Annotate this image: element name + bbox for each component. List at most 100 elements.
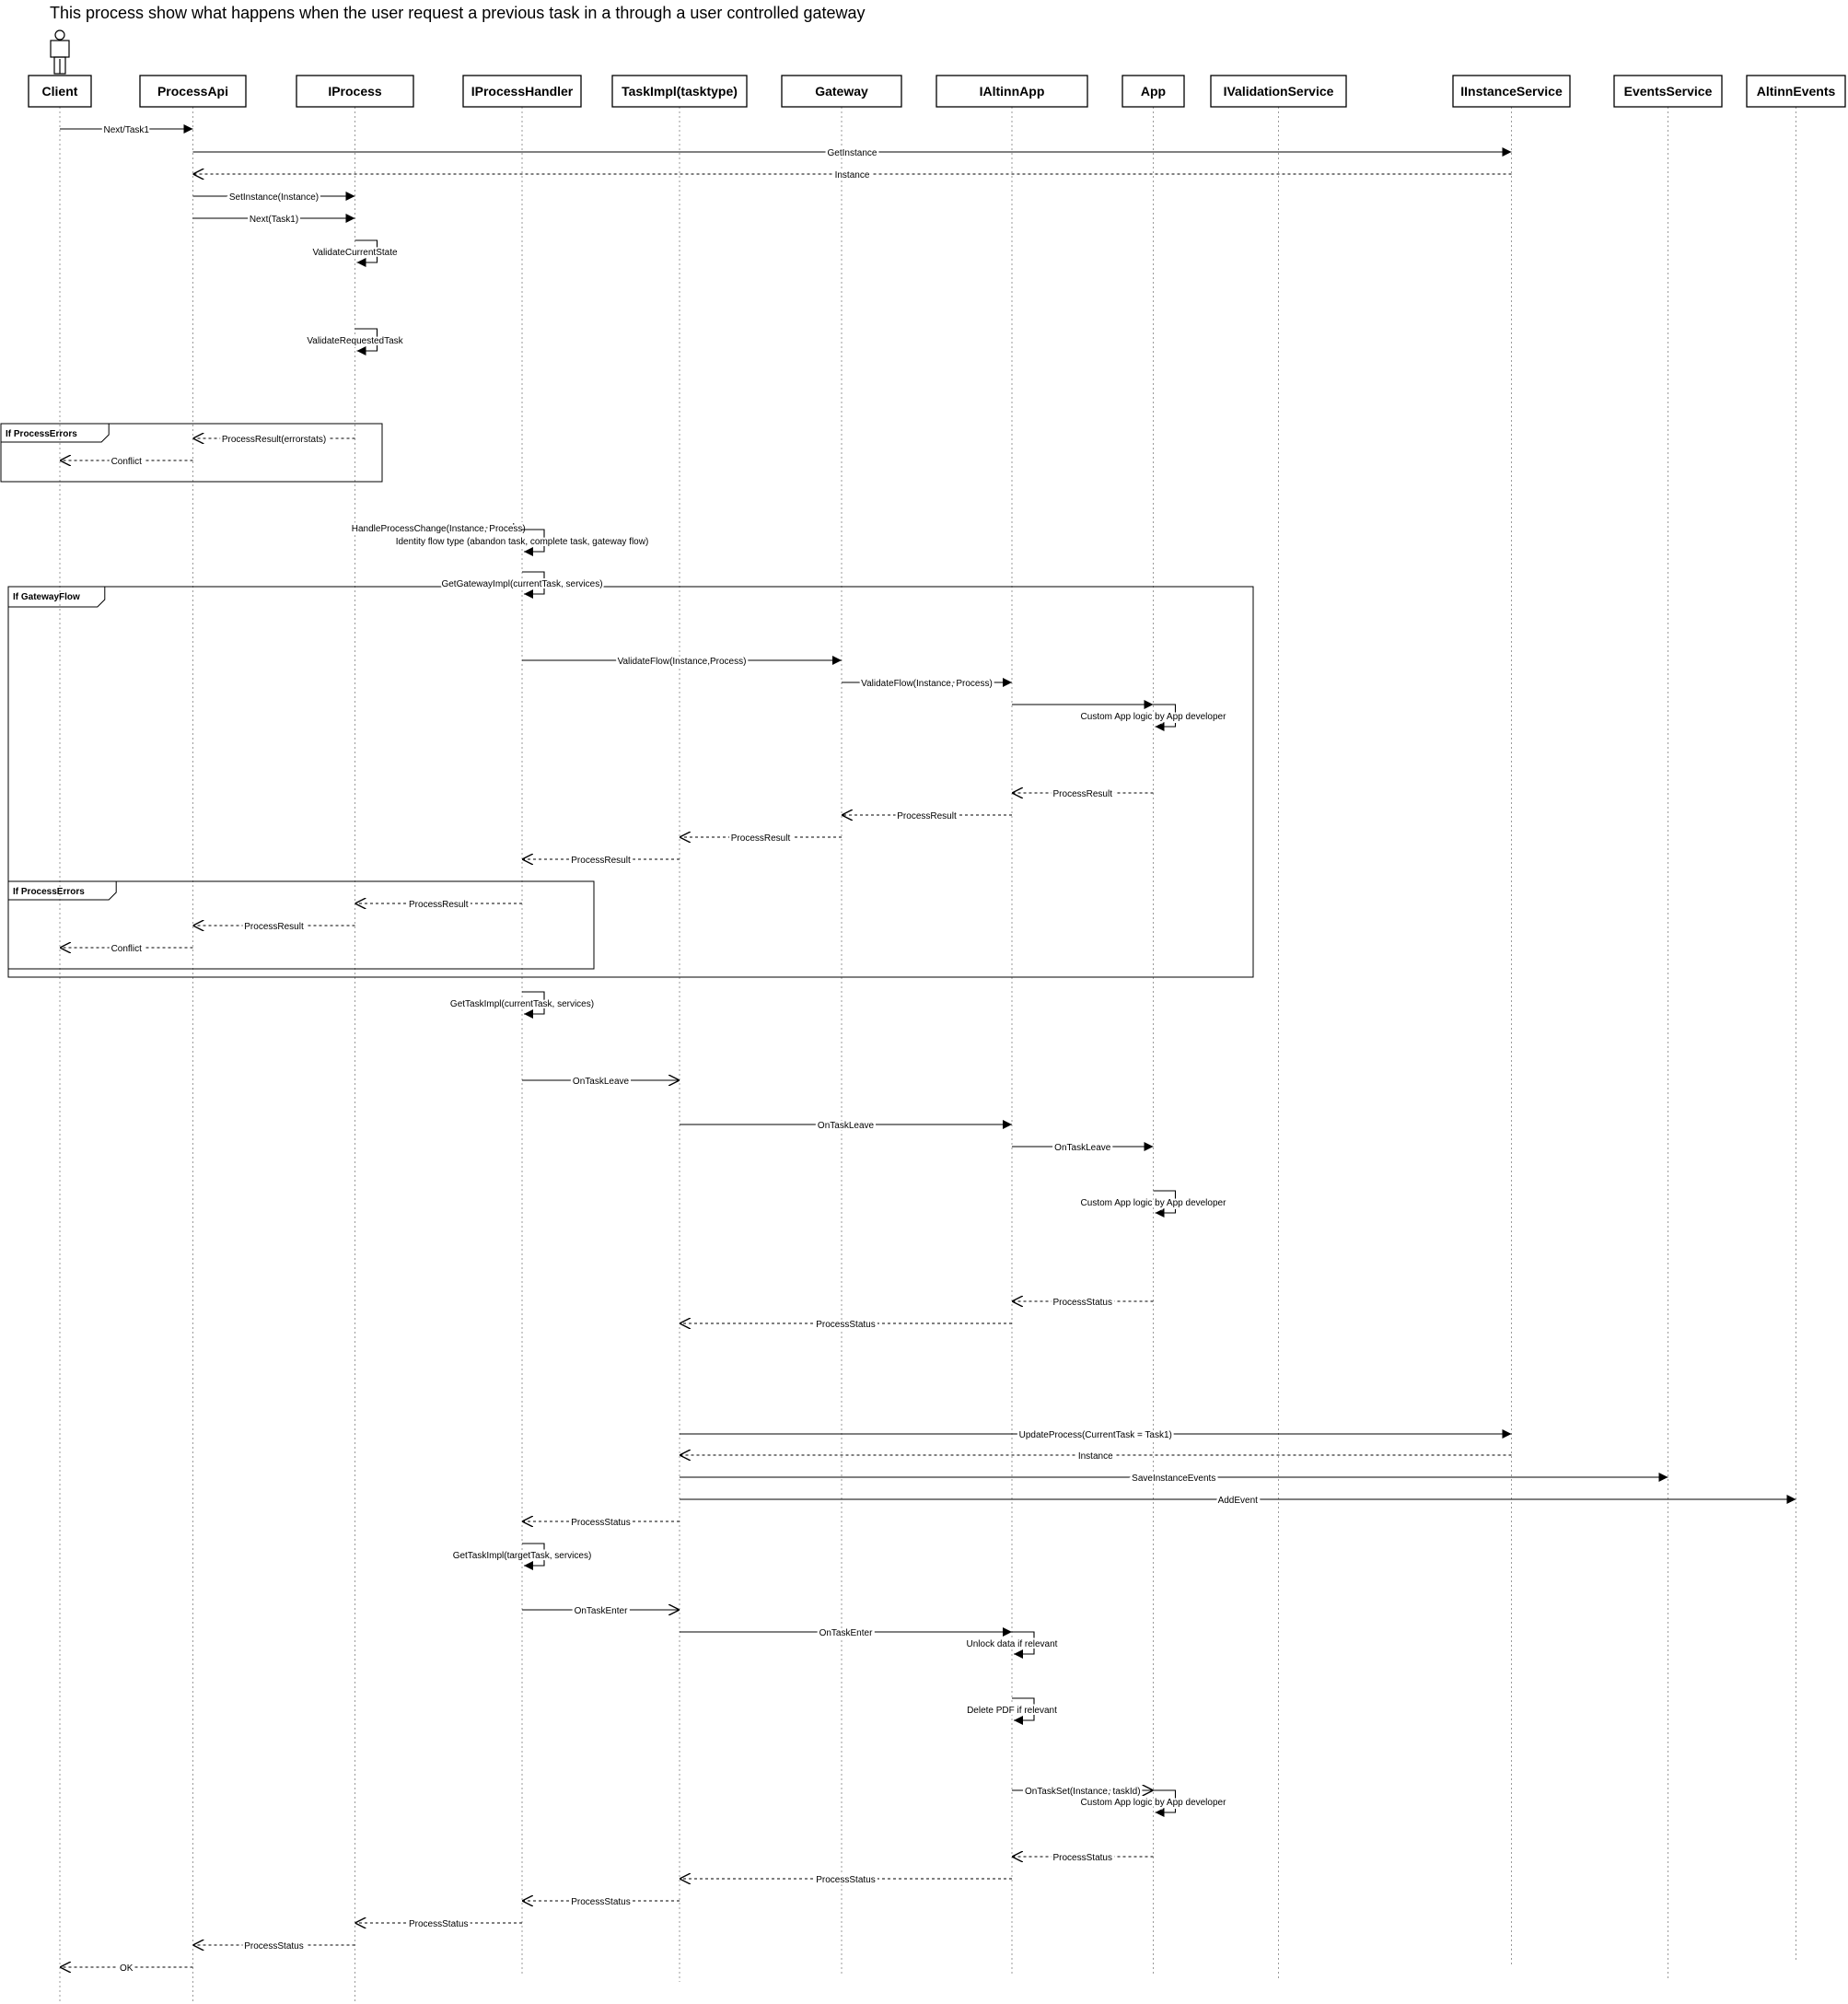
message-label: OnTaskSet(Instance, taskId) xyxy=(1025,1787,1141,1797)
self-message-arrow xyxy=(1153,1789,1177,1817)
message-label: Custom App logic by App developer xyxy=(1081,712,1227,722)
self-message-arrow xyxy=(1012,1631,1035,1659)
participant-label-iinstanceservice: IInstanceService xyxy=(1460,84,1563,99)
participant-box-ialtinnapp xyxy=(936,75,1088,108)
message-8: ProcessResult(errorstats) xyxy=(192,433,355,448)
participant-label-app: App xyxy=(1141,84,1166,99)
participant-label-altinnevents: AltinnEvents xyxy=(1757,84,1836,99)
participant-label-taskimpl: TaskImpl(tasktype) xyxy=(622,84,738,99)
message-label: ProcessResult xyxy=(409,900,469,910)
message-33: SaveInstanceEvents xyxy=(680,1472,1668,1486)
message-34: AddEvent xyxy=(680,1494,1796,1509)
participant-label-client: Client xyxy=(42,84,78,99)
message-5: Next(Task1) xyxy=(192,213,355,227)
participant-box-client xyxy=(28,75,92,108)
participant-box-iprocess xyxy=(296,75,414,108)
self-message-arrow xyxy=(522,1543,545,1570)
fragment-frame-1 xyxy=(0,423,383,483)
message-label: ProcessStatus xyxy=(1053,1298,1112,1308)
message-label: ProcessResult xyxy=(731,833,791,844)
message-label: ProcessResult xyxy=(1053,789,1113,799)
self-message-arrow xyxy=(522,529,545,556)
participant-label-gateway: Gateway xyxy=(815,84,868,99)
message-23: Conflict xyxy=(60,942,193,957)
message-label: SaveInstanceEvents xyxy=(1132,1474,1215,1484)
message-2: GetInstance xyxy=(192,146,1512,161)
message-43: ProcessStatus xyxy=(1012,1851,1154,1866)
message-label: UpdateProcess(CurrentTask = Task1) xyxy=(1019,1430,1172,1440)
message-label: OnTaskEnter xyxy=(819,1628,873,1638)
message-label: Conflict xyxy=(111,457,143,467)
message-4: SetInstance(Instance) xyxy=(192,191,355,205)
message-label: Identity flow type (abandon task, comple… xyxy=(396,537,649,547)
message-14: ValidateFlow(Instance, Process) xyxy=(842,677,1012,692)
message-45: ProcessStatus xyxy=(522,1895,680,1910)
message-label: OnTaskLeave xyxy=(573,1077,630,1087)
participant-box-eventsservice xyxy=(1613,75,1723,108)
message-41: OnTaskSet(Instance, taskId) xyxy=(1012,1785,1154,1800)
participant-label-processapi: ProcessApi xyxy=(157,84,228,99)
message-48: OK xyxy=(60,1962,193,1976)
message-20: ProcessResult xyxy=(522,854,680,868)
message-label: Custom App logic by App developer xyxy=(1081,1798,1227,1808)
message-25: OnTaskLeave xyxy=(522,1075,680,1089)
fragment-tab-2 xyxy=(8,587,106,608)
fragment-tab-1 xyxy=(1,424,110,443)
message-label: Custom App logic by App developer xyxy=(1081,1198,1227,1208)
self-message-arrow xyxy=(1012,1697,1035,1725)
message-label: SetInstance(Instance) xyxy=(229,192,319,203)
participant-label-ialtinnapp: IAltinnApp xyxy=(980,84,1045,99)
fragment-label-3: If ProcessErrors xyxy=(13,887,85,897)
page-title: This process show what happens when the … xyxy=(50,4,866,22)
participant-box-altinnevents xyxy=(1746,75,1846,108)
message-10: HandleProcessChange(Instance, Process) xyxy=(349,522,528,537)
self-message-arrow xyxy=(1153,1190,1177,1218)
self-message-arrow xyxy=(522,571,545,599)
message-label: AddEvent xyxy=(1218,1496,1259,1506)
message-label: OnTaskEnter xyxy=(575,1606,628,1616)
message-24: GetTaskImpl(currentTask, services) xyxy=(448,991,596,1019)
message-28: Custom App logic by App developer xyxy=(1079,1190,1228,1218)
participant-label-ivalidationservice: IValidationService xyxy=(1224,84,1334,99)
message-label: Next(Task1) xyxy=(250,215,298,225)
message-label: Unlock data if relevant xyxy=(967,1639,1058,1649)
message-label: ValidateCurrentState xyxy=(312,248,398,258)
message-label: OnTaskLeave xyxy=(1054,1143,1111,1153)
message-38: OnTaskEnter xyxy=(680,1626,1012,1641)
message-9: Conflict xyxy=(60,455,193,470)
message-label: Conflict xyxy=(111,944,143,954)
message-37: OnTaskEnter xyxy=(522,1604,680,1619)
message-label: ProcessStatus xyxy=(816,1320,875,1330)
message-22: ProcessResult xyxy=(192,920,355,935)
message-44: ProcessStatus xyxy=(680,1873,1012,1888)
message-label: ProcessResult xyxy=(244,922,304,932)
participant-box-iinstanceservice xyxy=(1452,75,1571,108)
message-label: ValidateFlow(Instance,Process) xyxy=(618,657,747,667)
message-39: Unlock data if relevant xyxy=(965,1631,1060,1659)
message-label: ProcessResult(errorstats) xyxy=(222,435,326,445)
self-message-arrow xyxy=(1153,704,1177,731)
message-label: OnTaskLeave xyxy=(818,1121,875,1131)
fragment-tab-3 xyxy=(8,881,117,901)
message-21: ProcessResult xyxy=(354,898,522,913)
message-label: Delete PDF if relevant xyxy=(967,1706,1057,1716)
message-36: GetTaskImpl(targetTask, services) xyxy=(451,1543,593,1570)
message-18: ProcessResult xyxy=(842,810,1012,824)
fragment-label-2: If GatewayFlow xyxy=(13,592,80,602)
message-label: ProcessStatus xyxy=(409,1919,468,1929)
message-26: OnTaskLeave xyxy=(680,1119,1012,1134)
message-27: OnTaskLeave xyxy=(1012,1141,1154,1156)
message-7: ValidateRequestedTask xyxy=(305,328,406,355)
message-label: ProcessStatus xyxy=(571,1518,630,1528)
message-label: ProcessResult xyxy=(897,811,957,821)
fragment-label-1: If ProcessErrors xyxy=(6,429,77,439)
message-31: UpdateProcess(CurrentTask = Task1) xyxy=(680,1428,1512,1443)
message-13: ValidateFlow(Instance,Process) xyxy=(522,655,842,670)
participant-box-iprocesshandler xyxy=(462,75,582,108)
participant-box-gateway xyxy=(781,75,902,108)
self-message-arrow xyxy=(354,239,378,267)
message-label: ProcessStatus xyxy=(1053,1853,1112,1863)
participant-label-iprocess: IProcess xyxy=(328,84,382,99)
message-label: ProcessStatus xyxy=(244,1941,303,1952)
